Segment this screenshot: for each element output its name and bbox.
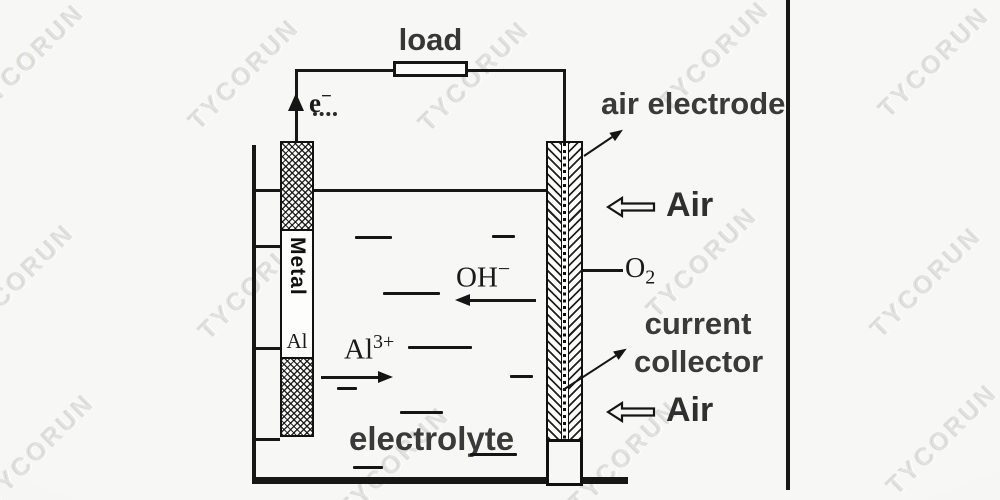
anode-label-section: Metal Al [282,229,312,359]
hydroxide-label: OH− [456,256,510,295]
electrolyte-surface-line [254,189,548,192]
anode-hatch-bottom [282,359,312,435]
current-collector-label: current collector [634,305,764,381]
wall-tick-mark [252,347,280,350]
arrow-head [609,125,626,142]
wall-tick-mark [252,438,280,441]
cathode-hatch-right [568,143,581,439]
aluminum-ion-arrow-head [378,371,393,383]
wall-tick-mark [252,245,280,248]
watermark-text: TYCORUN [873,1,996,124]
electron-charge: − [320,86,332,107]
air-electrode-pointer-arrow [581,125,626,161]
anode-hatch-top [282,143,312,229]
current-collector-line1: current [644,306,752,341]
electrolyte-dash [470,453,517,456]
air-label-top: Air [666,186,714,224]
load-resistor [393,61,468,77]
watermark-text: TYCORUN [881,378,1000,500]
cell-left-wall [252,145,256,481]
electron-flow-arrow [288,93,304,111]
cathode-hatch-left [548,143,561,439]
hydroxide-arrow-head [455,294,470,306]
electrolyte-dash [510,375,533,378]
hydroxide-charge: − [497,256,510,281]
electron-symbol: e [309,88,321,118]
cathode-foot-block [546,439,583,486]
electron-label: e− [309,86,332,119]
electrolyte-label: electrolyte [349,420,515,457]
current-collector-line2: collector [634,344,764,379]
air-cathode [546,141,583,441]
arrow-shaft [583,135,613,158]
oxygen-label: O2 [625,253,655,290]
hydroxide-arrow-line [468,299,536,302]
oxygen-subscript: 2 [645,266,656,289]
electrolyte-dash [492,235,515,238]
aluminum-ion-arrow-line [321,376,381,379]
electrolyte-dash [408,346,472,349]
air-label-bottom: Air [666,391,714,429]
oxygen-symbol: O [625,253,646,284]
load-label: load [398,22,463,57]
electrolyte-dash [355,236,392,239]
metal-label: Metal [286,237,309,296]
metal-anode: Metal Al [280,141,314,437]
arrow-head [613,344,630,360]
electrolyte-dash [383,292,440,295]
oxygen-arrow-line [580,269,623,272]
hydroxide-symbol: OH [456,261,498,294]
electron-dotted-underline [313,112,337,116]
watermark-text: TYCORUN [865,221,988,344]
cell-bottom-wall [252,477,628,484]
aluminum-symbol: Al [344,333,373,366]
wire-top-right [465,69,566,72]
watermark-text: TYCORUN [0,388,101,500]
watermark-text: TYCORUN [183,13,306,136]
electrolyte-dash [337,387,357,390]
collector-dotted-pattern [563,143,566,439]
air-inflow-arrow-top [606,196,656,218]
wire-right [563,69,566,144]
current-collector-strip [560,143,569,439]
aluminum-charge: 3+ [373,331,395,353]
metal-material-label: Al [286,329,308,353]
watermark-text: TYCORUN [0,218,81,341]
electrolyte-dash [353,466,383,469]
wire-top-left [295,69,396,72]
air-electrode-label: air electrode [601,86,786,121]
aluminum-ion-label: Al3+ [344,331,394,367]
air-inflow-arrow-bottom [606,401,656,423]
watermark-text: TYCORUN [0,0,91,121]
page-divider-line [786,0,790,490]
electrolyte-dash [400,411,443,414]
